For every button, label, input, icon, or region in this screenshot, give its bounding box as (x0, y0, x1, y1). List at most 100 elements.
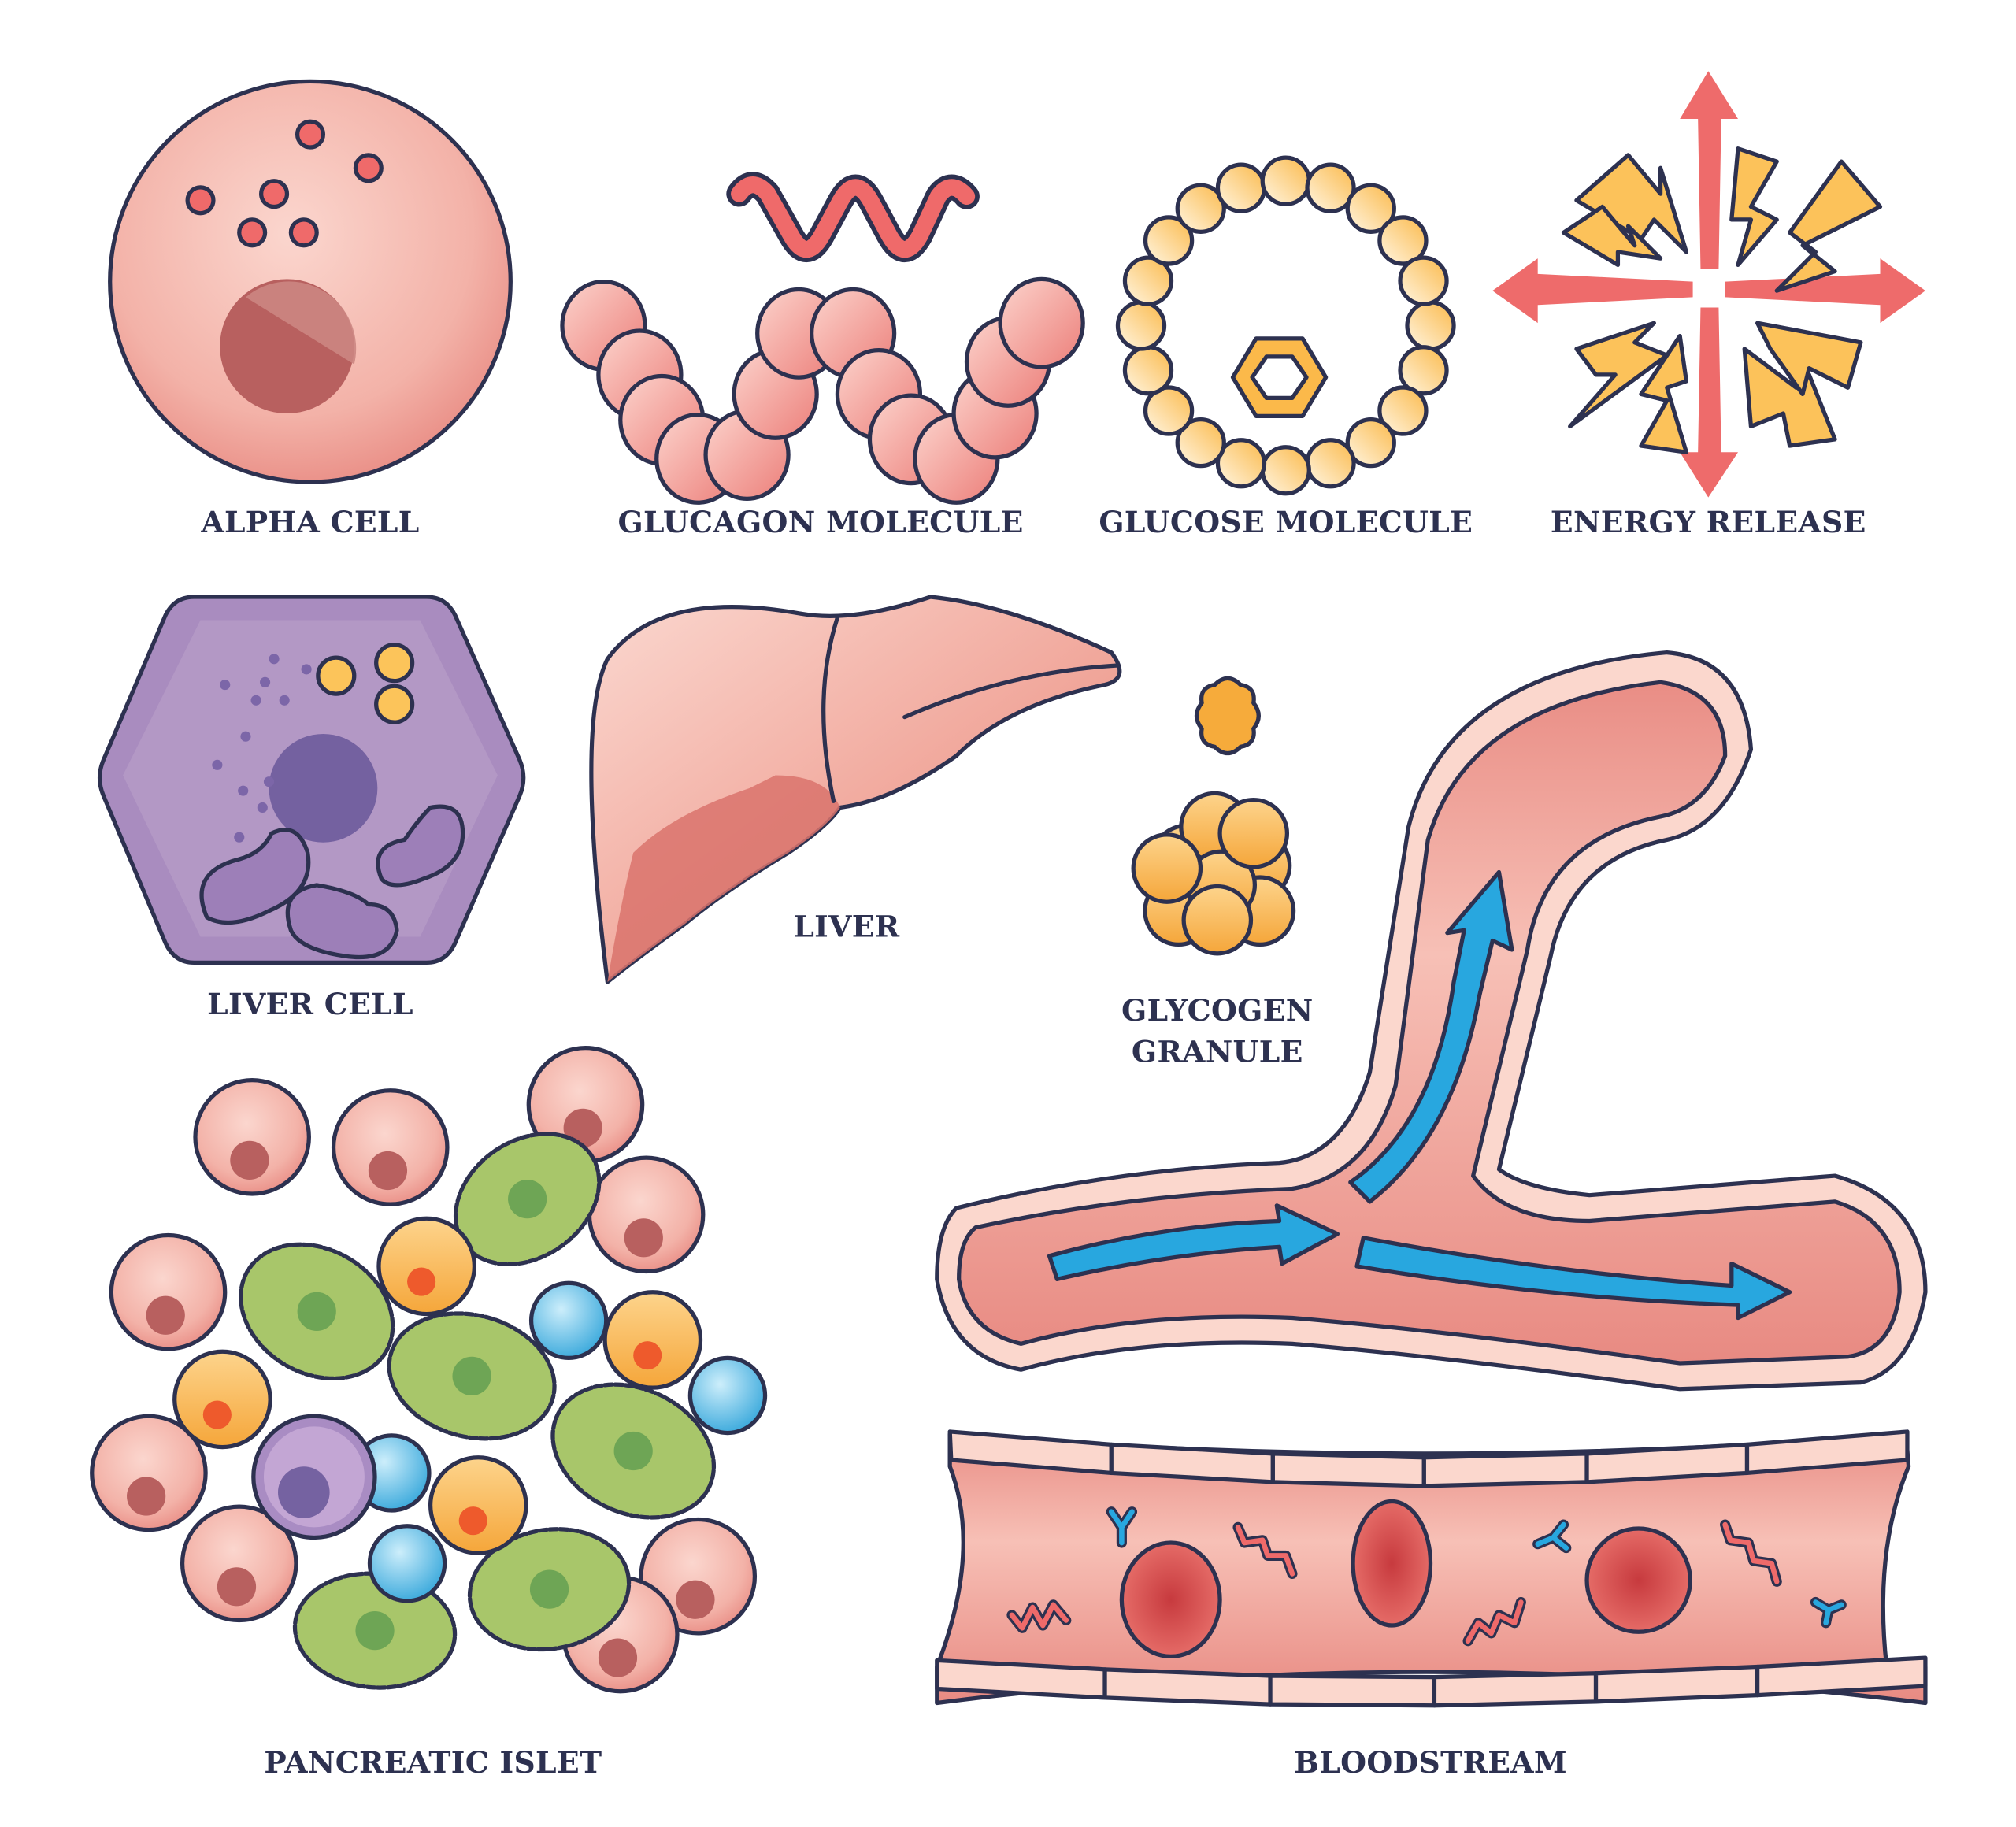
label-glucagon-molecule: GLUCAGON MOLECULE (618, 505, 1024, 539)
islet-alpha-cell (109, 1232, 228, 1351)
glucose-bead (1143, 385, 1195, 436)
islet-pp-cell (367, 1524, 447, 1603)
glucagon-in-blood (1009, 1521, 1780, 1644)
islet-cell-nucleus (355, 1610, 395, 1651)
glucose-bead (1377, 215, 1429, 266)
alpha-cell-granules (185, 119, 384, 248)
islet-pp-cell (528, 1280, 609, 1361)
islet-cell-nucleus (624, 1218, 663, 1258)
glucose-bead (1305, 162, 1356, 213)
label-energy-release: ENERGY RELEASE (1551, 505, 1866, 539)
islet-alpha-cell (180, 1504, 298, 1623)
liver-illustration (589, 595, 1122, 984)
liver-cell-illustration (97, 595, 526, 965)
glucose-bead (1122, 345, 1174, 396)
islet-cell-nucleus (529, 1569, 569, 1609)
islet-cell-nucleus (458, 1506, 487, 1536)
islet-delta-cell (172, 1349, 272, 1450)
islet-delta-cell (602, 1290, 703, 1390)
islet-cell-nucleus (452, 1356, 491, 1395)
glucose-bead (1260, 155, 1311, 206)
red-blood-cell (1351, 1499, 1433, 1628)
glucose-ring-beads (1115, 155, 1456, 496)
islet-green-cells (239, 1132, 717, 1690)
glucose-bead (1305, 438, 1356, 489)
islet-pp-cell (687, 1355, 768, 1436)
glucose-bead (1215, 438, 1267, 489)
islet-orange-cells (172, 1216, 703, 1555)
islet-alpha-cell (331, 1088, 450, 1206)
glucose-bead (1115, 300, 1167, 351)
islet-alpha-cell (90, 1414, 208, 1532)
label-liver: LIVER (793, 910, 899, 944)
label-glycogen-granule-line1: GLYCOGEN (1121, 993, 1314, 1028)
islet-alpha-cell (193, 1078, 311, 1196)
glucose-bead (1260, 445, 1311, 496)
label-glycogen-granule-line2: GRANULE (1132, 1035, 1303, 1069)
glucose-bead (1398, 345, 1449, 396)
glucagon-molecule-illustration (560, 172, 1085, 505)
liver-cell-nucleus (269, 733, 378, 843)
islet-cell-nucleus (217, 1567, 257, 1606)
branched-blood-vessel (935, 650, 1928, 1392)
alpha-cell-membrane (108, 79, 513, 484)
islet-delta-cell (376, 1216, 477, 1317)
flow-arrow-up (1348, 869, 1514, 1204)
glycogen-granule-cluster (1131, 791, 1296, 956)
glucose-bead (1377, 385, 1429, 436)
liver-cell-ribosomes (212, 654, 312, 843)
glucose-bead (1405, 300, 1456, 351)
glucose-molecule-illustration (1115, 155, 1456, 496)
label-alpha-cell: ALPHA CELL (200, 505, 419, 539)
islet-blue-cells (352, 1280, 768, 1603)
glucose-bead (1398, 255, 1449, 306)
red-blood-cells (1119, 1499, 1692, 1659)
red-blood-cell (1119, 1540, 1222, 1659)
glucose-bead (1215, 162, 1267, 213)
islet-cell-nucleus (508, 1179, 547, 1219)
glucose-bead (1345, 183, 1396, 234)
flow-arrow-out (1354, 1236, 1792, 1321)
islet-cell-nucleus (230, 1140, 269, 1180)
islet-cell-nucleus (676, 1580, 715, 1619)
islet-cell-nucleus (598, 1638, 638, 1677)
glycogen-granule-illustration (1131, 676, 1296, 956)
energy-lightning-bolts (1561, 146, 1883, 454)
islet-cell-nucleus (202, 1400, 232, 1429)
liver-lower-lobe (607, 775, 840, 982)
liver-cell-glycogen-droplets (316, 643, 415, 724)
bloodstream-wall-bottom (935, 1655, 1928, 1708)
glucose-bead (1175, 183, 1226, 234)
antibodies (1108, 1509, 1844, 1626)
islet-pink-cells (90, 1046, 758, 1694)
glucose-bead (1175, 417, 1226, 469)
red-blood-cell (1584, 1526, 1692, 1634)
glucose-bead (1143, 215, 1195, 266)
flow-arrow-in (1047, 1203, 1340, 1281)
islet-cell-nucleus (146, 1295, 185, 1335)
islet-cell-nucleus (297, 1292, 336, 1331)
label-glucose-molecule: GLUCOSE MOLECULE (1099, 505, 1473, 539)
vessel-lumen (957, 680, 1902, 1366)
energy-arrows (1492, 71, 1925, 498)
islet-cell-nucleus (368, 1151, 408, 1191)
islet-purple-cell (251, 1414, 377, 1540)
label-pancreatic-islet: PANCREATIC ISLET (264, 1745, 602, 1780)
islet-delta-cell (428, 1455, 528, 1555)
glucose-bead (1345, 417, 1396, 469)
islet-cell-nucleus (407, 1267, 436, 1296)
bloodstream-wall-top (947, 1429, 1910, 1488)
label-bloodstream: BLOODSTREAM (1294, 1745, 1567, 1780)
flow-arrows (1047, 869, 1792, 1321)
glucagon-peptide (731, 176, 976, 258)
islet-cell-nucleus (633, 1341, 662, 1370)
alpha-cell-illustration (108, 79, 513, 484)
liver-cell-mitochondria (199, 804, 465, 960)
glucagon-bead-chain (560, 276, 1085, 505)
bloodstream-illustration (935, 1429, 1928, 1708)
islet-cell-nucleus (613, 1431, 653, 1471)
energy-release-illustration (1492, 71, 1925, 498)
glycogen-small-granule (1194, 676, 1261, 756)
glucose-bead (1122, 255, 1174, 306)
